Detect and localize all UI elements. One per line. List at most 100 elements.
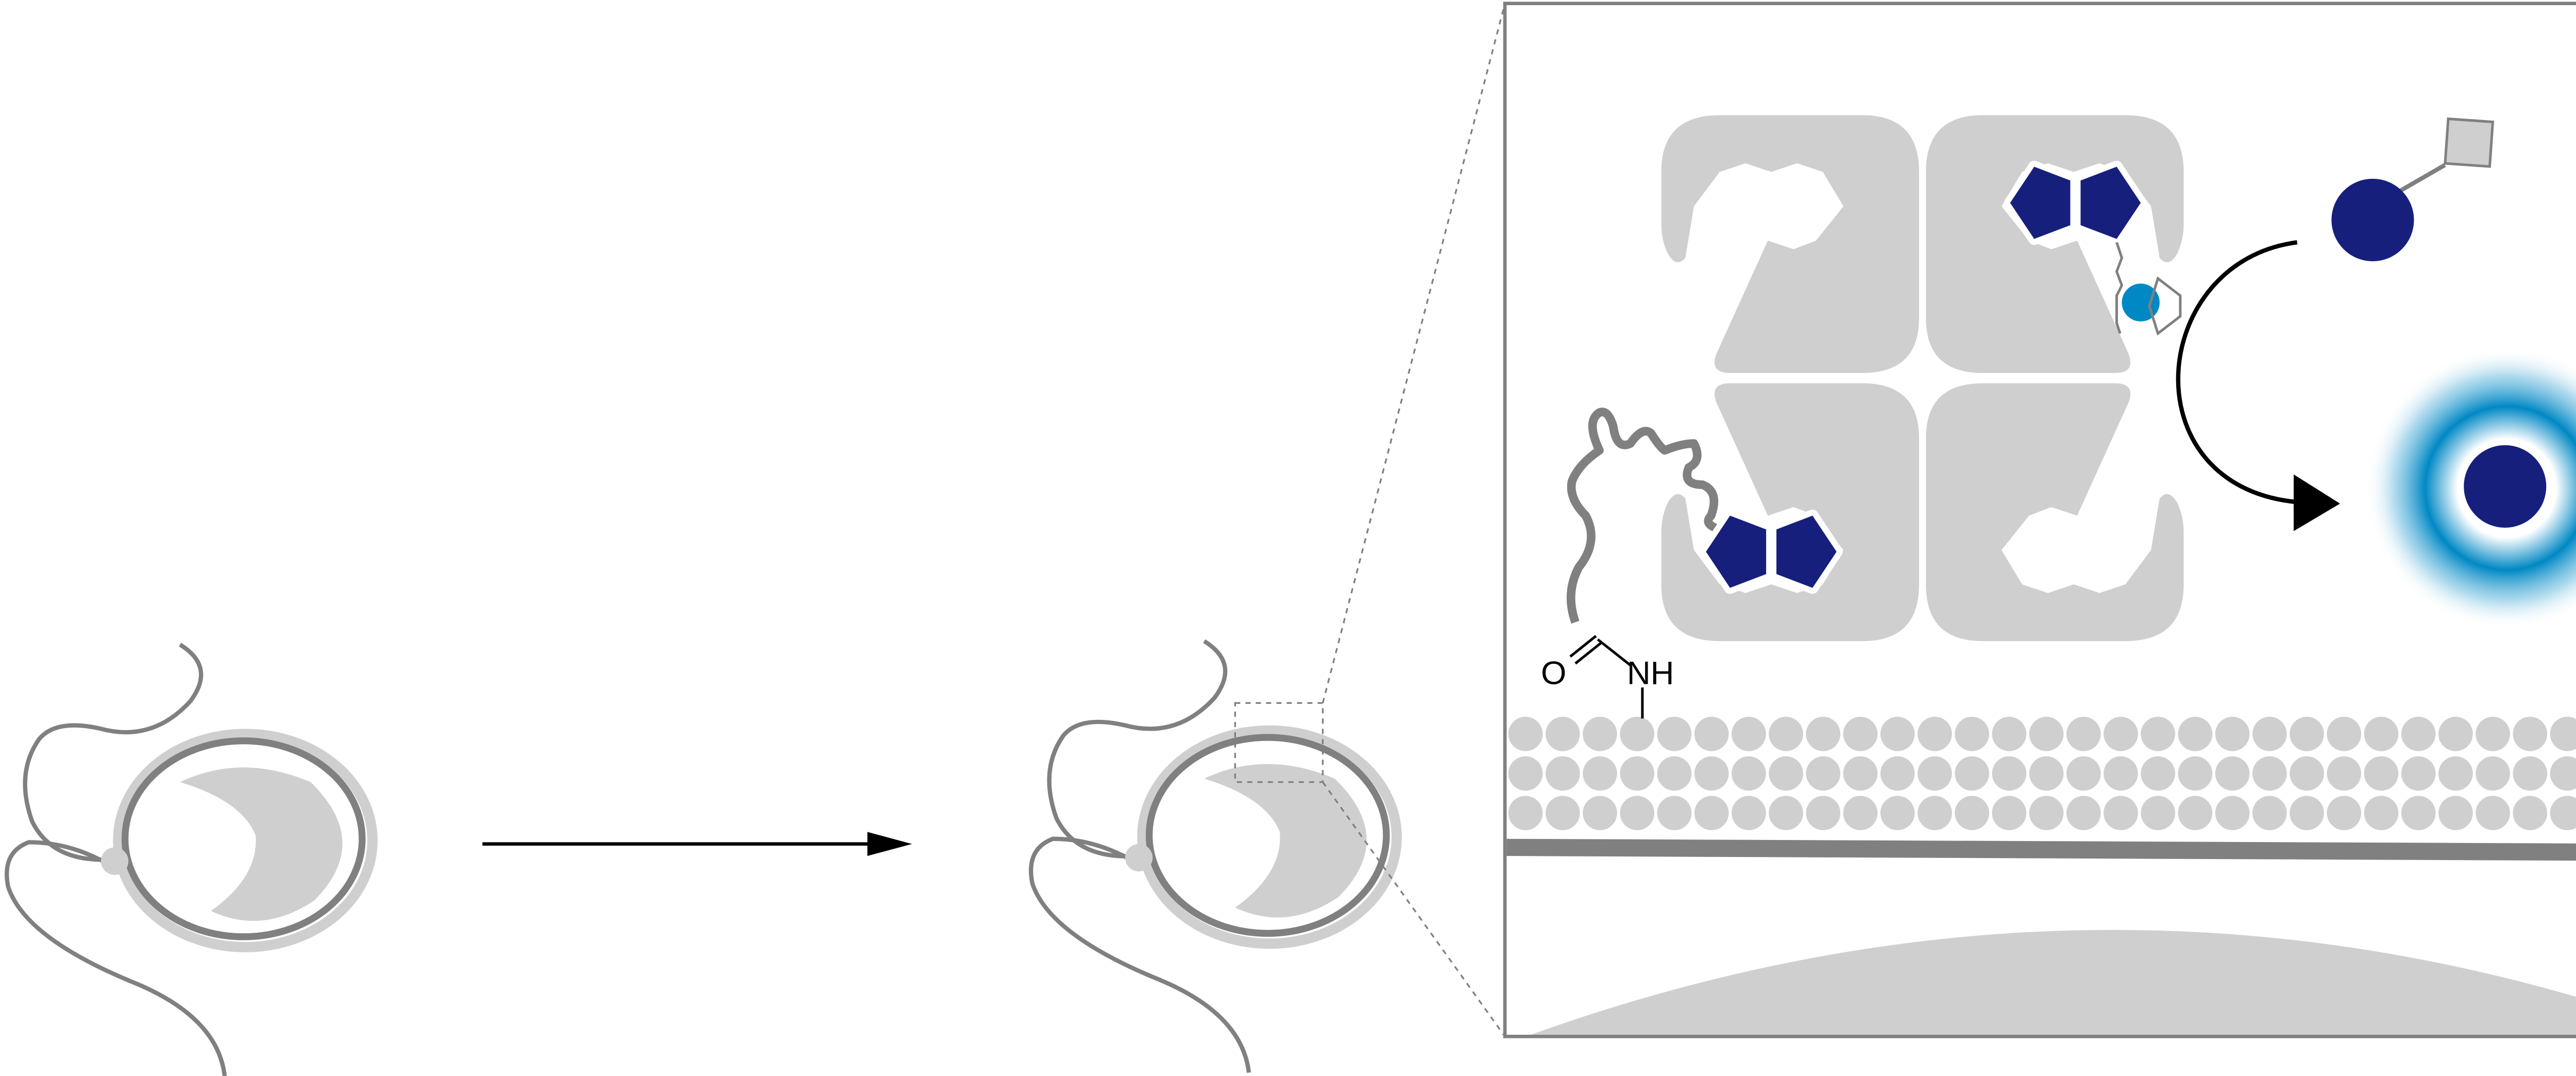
- wall-bead: [1769, 756, 1803, 791]
- wall-bead: [1545, 716, 1580, 751]
- wall-bead: [1694, 716, 1729, 751]
- wall-bead: [2252, 796, 2287, 831]
- wall-bead: [2141, 756, 2176, 791]
- wall-bead: [1955, 716, 1989, 751]
- ligand-bottom-left: [1706, 516, 1836, 588]
- wall-bead: [1992, 756, 2027, 791]
- ligand-top-right: [2010, 167, 2141, 239]
- wall-bead: [2252, 716, 2287, 751]
- wall-bead: [1806, 756, 1841, 791]
- wall-bead: [2029, 796, 2064, 831]
- process-arrow: [482, 832, 912, 856]
- zoom-indicator: [1234, 3, 1506, 1037]
- wall-bead: [2215, 716, 2250, 751]
- wall-bead: [2513, 756, 2548, 791]
- cell-wall-layer: [1508, 716, 2576, 831]
- wall-bead: [1880, 756, 1915, 791]
- wall-bead: [1769, 716, 1803, 751]
- label-nh: NH: [1627, 655, 1674, 692]
- wall-bead: [1508, 716, 1543, 751]
- wall-bead: [1918, 796, 1952, 831]
- wall-bead: [2066, 756, 2101, 791]
- wall-bead: [1955, 756, 1989, 791]
- wall-bead: [1657, 716, 1692, 751]
- wall-bead: [1583, 756, 1617, 791]
- wall-bead: [2066, 796, 2101, 831]
- wall-bead: [2327, 716, 2362, 751]
- wall-bead: [2141, 796, 2176, 831]
- wall-bead: [2550, 716, 2576, 751]
- wall-bead: [1843, 716, 1878, 751]
- zigzag-linker: [2115, 242, 2124, 334]
- wall-bead: [1583, 716, 1617, 751]
- wall-bead: [2364, 716, 2399, 751]
- wall-bead: [2327, 796, 2362, 831]
- cleaved-group: [2444, 117, 2495, 168]
- linker-chain: [1566, 408, 1721, 624]
- wall-bead: [2364, 796, 2399, 831]
- wall-bead: [1955, 796, 1989, 831]
- wall-bead: [2066, 716, 2101, 751]
- wall-bead: [1657, 756, 1692, 791]
- wall-bead: [1620, 716, 1655, 751]
- wall-bead: [2476, 756, 2510, 791]
- wall-bead: [1992, 796, 2027, 831]
- label-oxygen: O: [1541, 655, 1566, 692]
- wall-bead: [2141, 716, 2176, 751]
- wall-bead: [2104, 716, 2138, 751]
- wall-bead: [2290, 796, 2324, 831]
- wall-bead: [2252, 756, 2287, 791]
- wall-bead: [1731, 796, 1766, 831]
- wall-bead: [1508, 756, 1543, 791]
- wall-bead: [1731, 756, 1766, 791]
- wall-bead: [2513, 796, 2548, 831]
- wall-bead: [2029, 716, 2064, 751]
- wall-bead: [2401, 756, 2436, 791]
- wall-bead: [2215, 756, 2250, 791]
- bacterium-after: [1031, 641, 1397, 1072]
- wall-bead: [1843, 796, 1878, 831]
- wall-bead: [2364, 756, 2399, 791]
- wall-bead: [2550, 756, 2576, 791]
- wall-bead: [2438, 796, 2473, 831]
- arrowhead: [2294, 474, 2341, 531]
- wall-bead: [2104, 756, 2138, 791]
- wall-bead: [1806, 716, 1841, 751]
- wall-bead: [1694, 796, 1729, 831]
- wall-bead: [2178, 796, 2213, 831]
- wall-bead: [1731, 716, 1766, 751]
- wall-bead: [2290, 756, 2324, 791]
- wall-bead: [2401, 716, 2436, 751]
- wall-bead: [1545, 796, 1580, 831]
- wall-bead: [1880, 796, 1915, 831]
- wall-bead: [2178, 756, 2213, 791]
- wall-bead: [2104, 796, 2138, 831]
- wall-bead: [1545, 756, 1580, 791]
- wall-bead: [1806, 796, 1841, 831]
- wall-bead: [2215, 796, 2250, 831]
- wall-bead: [2029, 756, 2064, 791]
- wall-bead: [2550, 796, 2576, 831]
- wall-bead: [1769, 796, 1803, 831]
- quencher-ring: [2148, 276, 2182, 336]
- bacterium-before: [7, 645, 372, 1076]
- wall-bead: [1657, 796, 1692, 831]
- wall-bead: [1992, 716, 2027, 751]
- wall-bead: [2401, 796, 2436, 831]
- wall-bead: [2513, 716, 2548, 751]
- wall-bead: [1880, 716, 1915, 751]
- wall-bead: [1694, 756, 1729, 791]
- wall-bead: [2290, 716, 2324, 751]
- probe-molecule: [2331, 178, 2414, 261]
- cell-body: [1531, 930, 2576, 1035]
- amide-bond: [1569, 635, 1644, 719]
- wall-bead: [1918, 756, 1952, 791]
- release-arrow: [2176, 240, 2298, 505]
- wall-bead: [2327, 756, 2362, 791]
- wall-bead: [1918, 716, 1952, 751]
- wall-bead: [1583, 796, 1617, 831]
- wall-bead: [2476, 716, 2510, 751]
- zoom-panel: O NH: [1503, 2, 2576, 1038]
- wall-bead: [2476, 796, 2510, 831]
